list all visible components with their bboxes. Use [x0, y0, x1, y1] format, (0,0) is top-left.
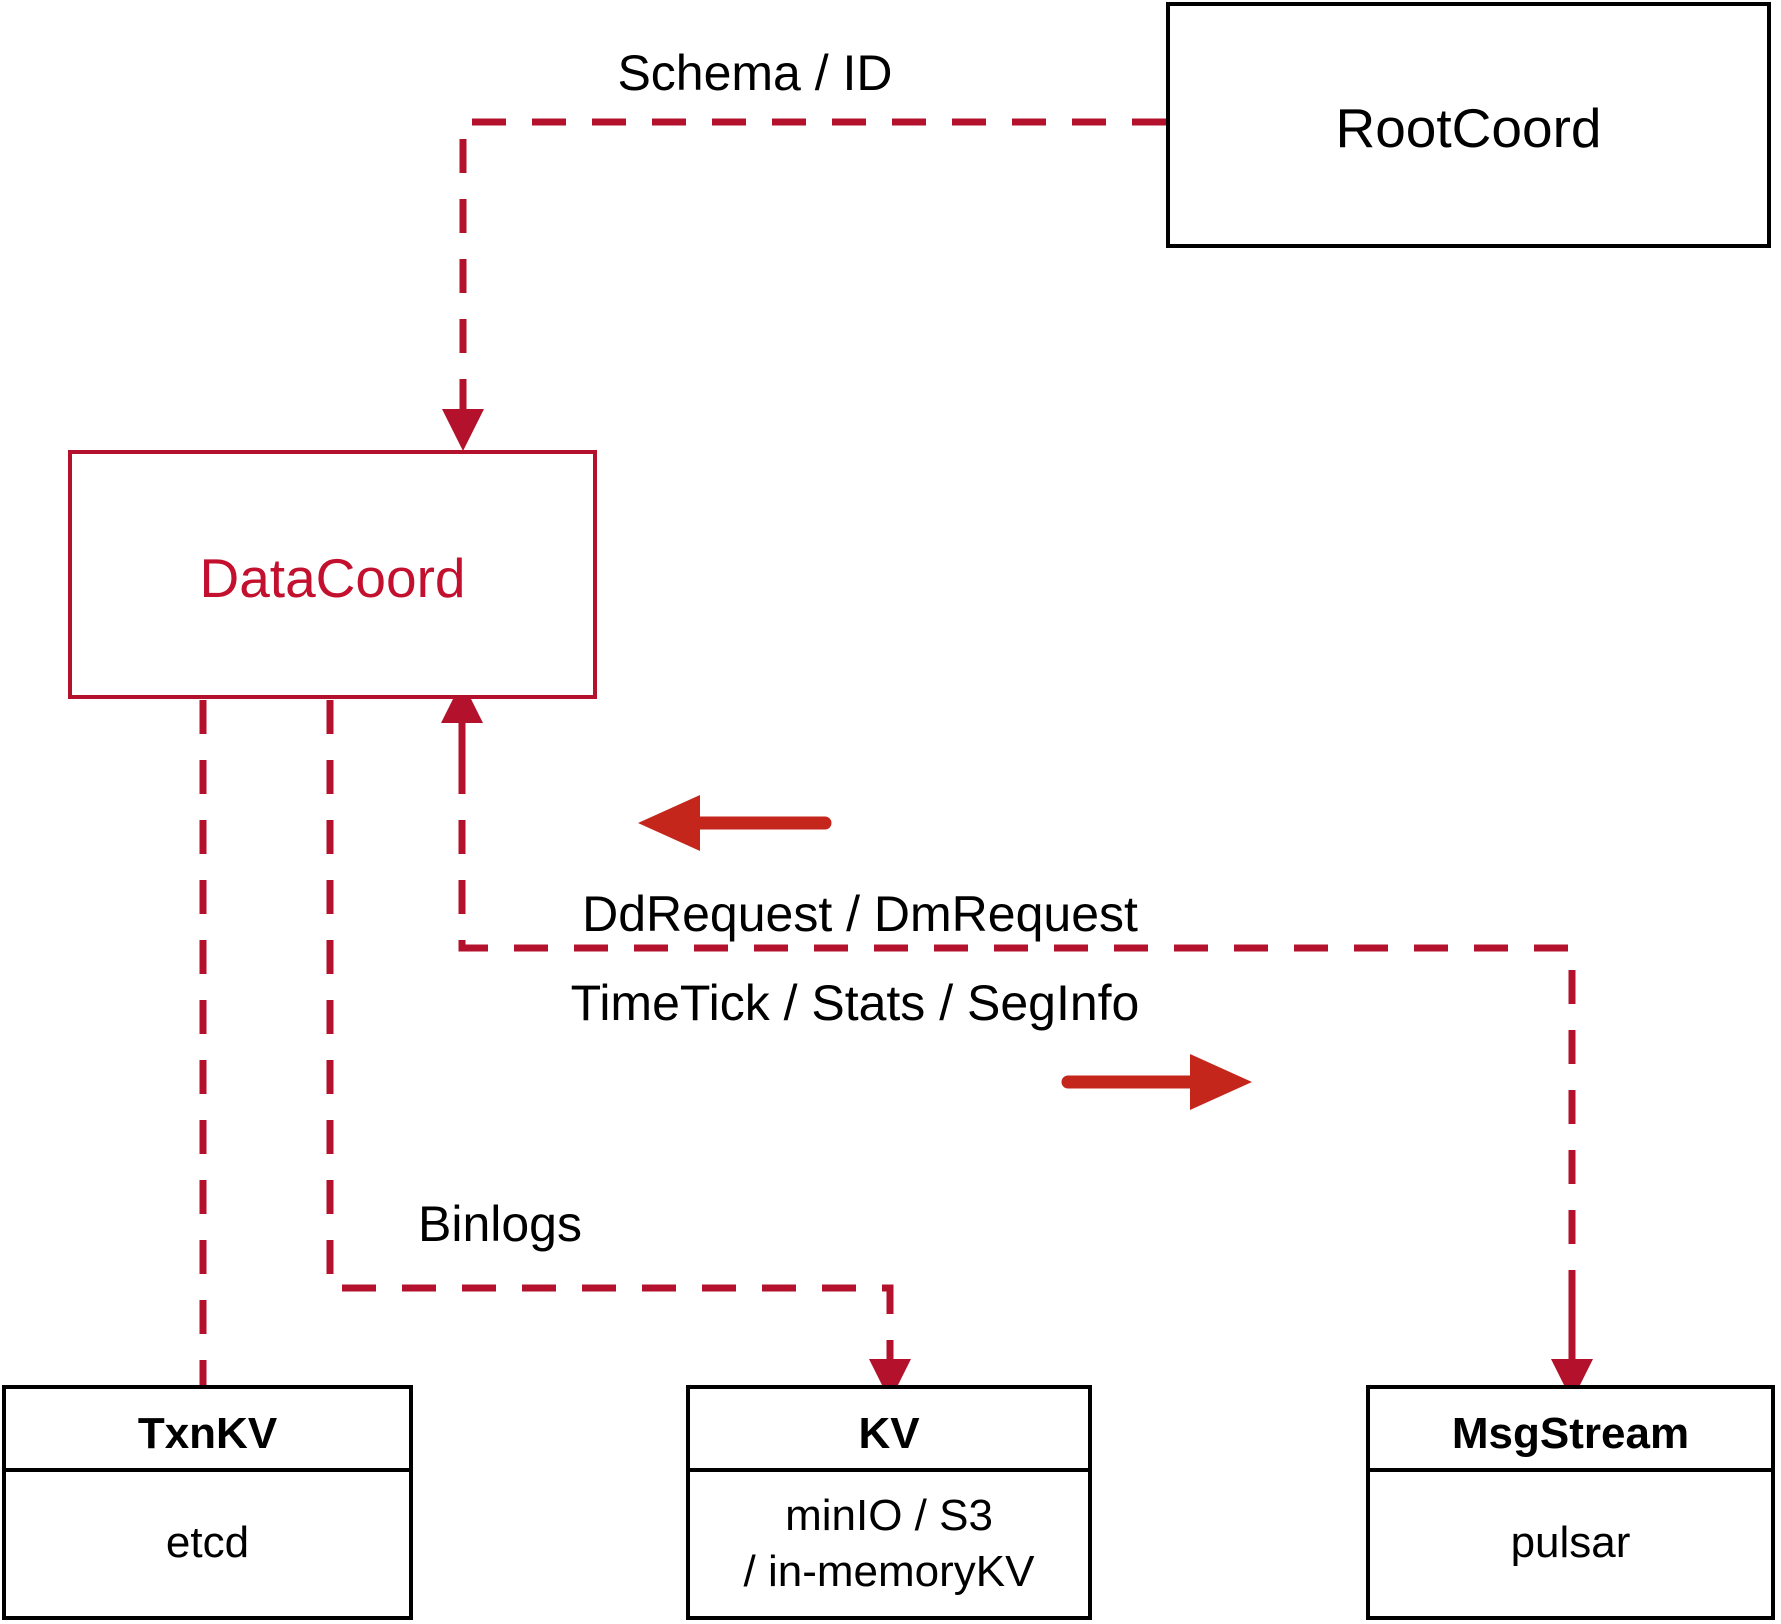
node-kv-divider — [690, 1468, 1088, 1472]
node-datacoord[interactable]: DataCoord — [68, 450, 597, 699]
node-rootcoord-label: RootCoord — [1335, 97, 1602, 159]
arrow-incoming-left — [638, 795, 832, 851]
edge-request-timetick — [441, 681, 1593, 1401]
edge-schema-id — [442, 118, 1166, 451]
edge-label-schema-id: Schema / ID — [617, 45, 893, 101]
edge-label-dd-dm-request: DdRequest / DmRequest — [582, 886, 1138, 942]
node-msgstream-divider — [1370, 1468, 1771, 1472]
node-kv-detail-line2: / in-memoryKV — [743, 1547, 1035, 1596]
node-kv-title: KV — [858, 1409, 920, 1458]
node-datacoord-label: DataCoord — [199, 547, 466, 609]
edge-binlogs — [326, 700, 911, 1401]
node-kv[interactable]: KV minIO / S3 / in-memoryKV — [686, 1385, 1092, 1620]
node-msgstream-detail: pulsar — [1510, 1518, 1631, 1567]
node-msgstream[interactable]: MsgStream pulsar — [1366, 1385, 1775, 1620]
edge-label-timetick-stats-seginfo: TimeTick / Stats / SegInfo — [570, 975, 1140, 1031]
node-txnkv-detail: etcd — [165, 1518, 250, 1567]
arrow-outgoing-right — [1061, 1054, 1252, 1110]
node-rootcoord[interactable]: RootCoord — [1166, 2, 1771, 248]
node-txnkv-divider — [6, 1468, 409, 1472]
edge-label-binlogs: Binlogs — [418, 1196, 582, 1252]
node-txnkv-title: TxnKV — [137, 1409, 278, 1458]
node-msgstream-title: MsgStream — [1451, 1409, 1690, 1458]
node-kv-detail-line1: minIO / S3 — [785, 1491, 993, 1540]
node-txnkv[interactable]: TxnKV etcd — [2, 1385, 413, 1620]
